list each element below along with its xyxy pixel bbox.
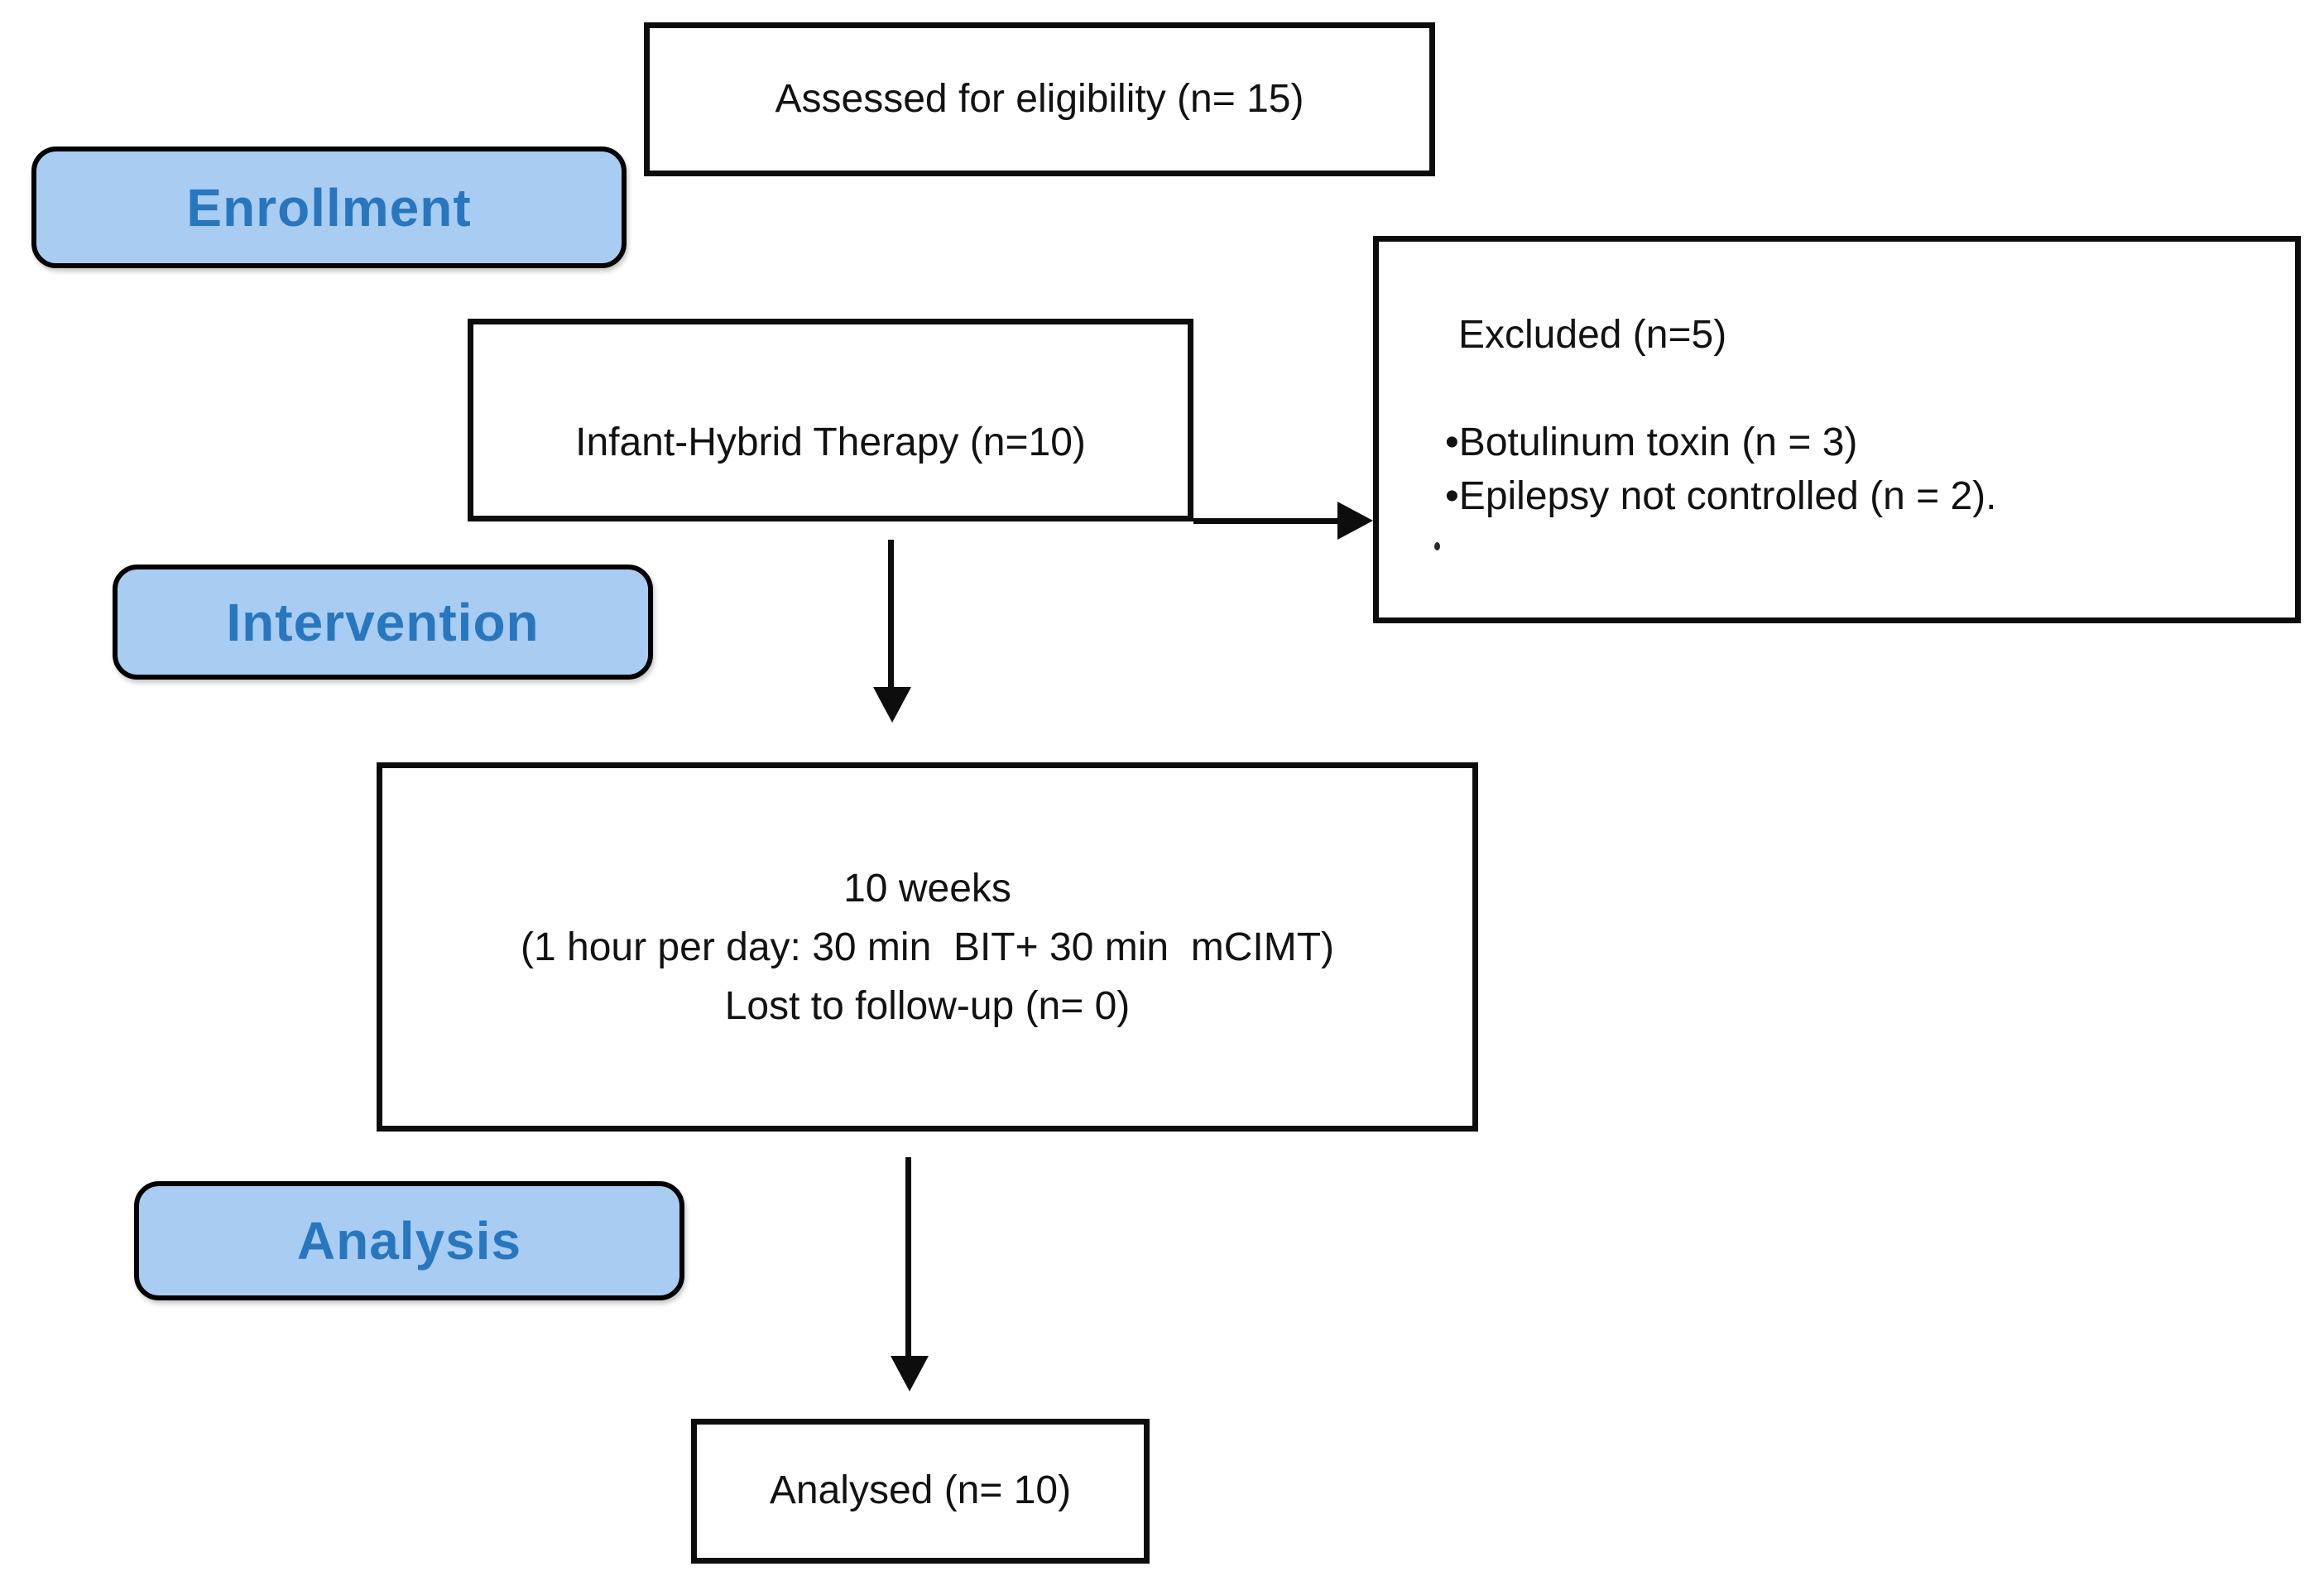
excluded-reason-botulinum: •Botulinum toxin (n = 3) (1445, 420, 1858, 464)
arrow-to-excluded-line (1193, 518, 1339, 524)
stage-label-enrollment: Enrollment (31, 147, 627, 268)
therapy-group-text: Infant-Hybrid Therapy (n=10) (575, 420, 1086, 464)
excluded-reason-epilepsy: •Epilepsy not controlled (n = 2). (1445, 474, 1997, 518)
arrow-therapy-to-duration-line (888, 540, 894, 689)
stage-label-intervention-text: Intervention (226, 592, 540, 652)
assessed-eligibility-text: Assessed for eligibility (n= 15) (775, 76, 1304, 121)
stray-dot (1434, 542, 1440, 550)
intervention-duration-box: 10 weeks (1 hour per day: 30 min BIT+ 30… (377, 762, 1478, 1132)
stage-label-analysis: Analysis (134, 1181, 684, 1300)
excluded-title: Excluded (n=5) (1458, 313, 1727, 357)
arrow-right-icon (1337, 502, 1373, 540)
excluded-box: Excluded (n=5) •Botulinum toxin (n = 3) … (1373, 236, 2301, 623)
duration-line-weeks: 10 weeks (843, 866, 1011, 911)
stage-label-analysis-text: Analysis (296, 1211, 522, 1271)
stage-label-intervention: Intervention (113, 565, 653, 680)
therapy-group-box: Infant-Hybrid Therapy (n=10) (468, 319, 1193, 521)
assessed-eligibility-box: Assessed for eligibility (n= 15) (644, 22, 1435, 176)
stage-label-enrollment-text: Enrollment (186, 177, 472, 238)
arrow-duration-to-analysed-line (905, 1157, 911, 1358)
duration-line-schedule: (1 hour per day: 30 min BIT+ 30 min mCIM… (521, 925, 1334, 969)
arrow-down-icon (891, 1356, 929, 1391)
arrow-down-icon (873, 687, 911, 723)
analysed-box: Analysed (n= 10) (691, 1419, 1150, 1564)
duration-line-lost-followup: Lost to follow-up (n= 0) (724, 983, 1131, 1028)
analysed-text: Analysed (n= 10) (769, 1468, 1072, 1513)
